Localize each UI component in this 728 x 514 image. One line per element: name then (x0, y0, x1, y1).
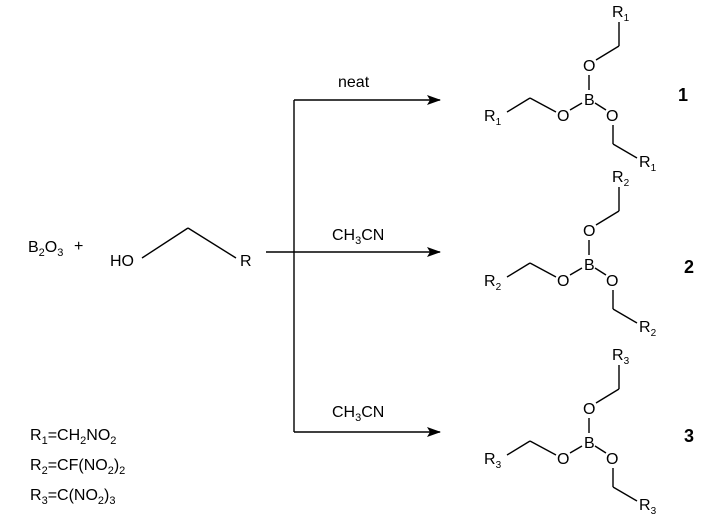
product-3-number: 3 (684, 426, 694, 446)
product-1-o-left: O (557, 108, 569, 125)
product-2: R2 O B O R2 O R2 2 (484, 169, 694, 339)
product-3-o-left: O (557, 451, 569, 468)
product-2-r-top: R2 (612, 169, 630, 189)
alcohol-bond-2 (187, 227, 237, 259)
condition-ch3cn-bottom: CH3CN (332, 404, 384, 424)
product-1-r-bottom: R1 (639, 154, 657, 174)
product-2-o-top: O (583, 223, 595, 240)
product-1-boron: B (584, 92, 595, 109)
condition-ch3cn-middle: CH3CN (332, 227, 384, 247)
product-1-number: 1 (678, 85, 688, 105)
alcohol-ho-label: HO (110, 253, 134, 270)
b2o3-formula: B2O3 (28, 239, 63, 259)
product-2-number: 2 (684, 257, 694, 277)
definition-r3: R3=C(NO2)3 (30, 487, 116, 507)
product-1-o-top: O (583, 58, 595, 75)
product-3: R3 O B O R3 O R3 3 (484, 347, 694, 514)
product-2-boron: B (584, 257, 595, 274)
product-3-r-bottom: R3 (639, 497, 657, 514)
product-3-o-right: O (606, 451, 618, 468)
product-2-r-left: R2 (484, 273, 502, 293)
condition-neat: neat (338, 74, 370, 91)
product-1-r-top: R1 (612, 4, 630, 24)
product-3-r-left: R3 (484, 451, 502, 471)
definition-r1: R1=CH2NO2 (30, 427, 116, 447)
product-3-r-top: R3 (612, 347, 630, 367)
product-1-r-left: R1 (484, 108, 502, 128)
product-2-o-right: O (606, 273, 618, 290)
product-1-o-right: O (606, 108, 618, 125)
product-2-r-bottom: R2 (639, 319, 657, 339)
product-3-o-top: O (583, 401, 595, 418)
product-1: R1 O B O R1 O R1 1 (484, 4, 688, 174)
product-3-boron: B (584, 435, 595, 452)
product-2-o-left: O (557, 273, 569, 290)
definition-r2: R2=CF(NO2)2 (30, 457, 125, 477)
plus-sign: + (74, 238, 83, 255)
alcohol-bond-1 (141, 227, 189, 259)
alcohol-r-label: R (240, 253, 252, 270)
